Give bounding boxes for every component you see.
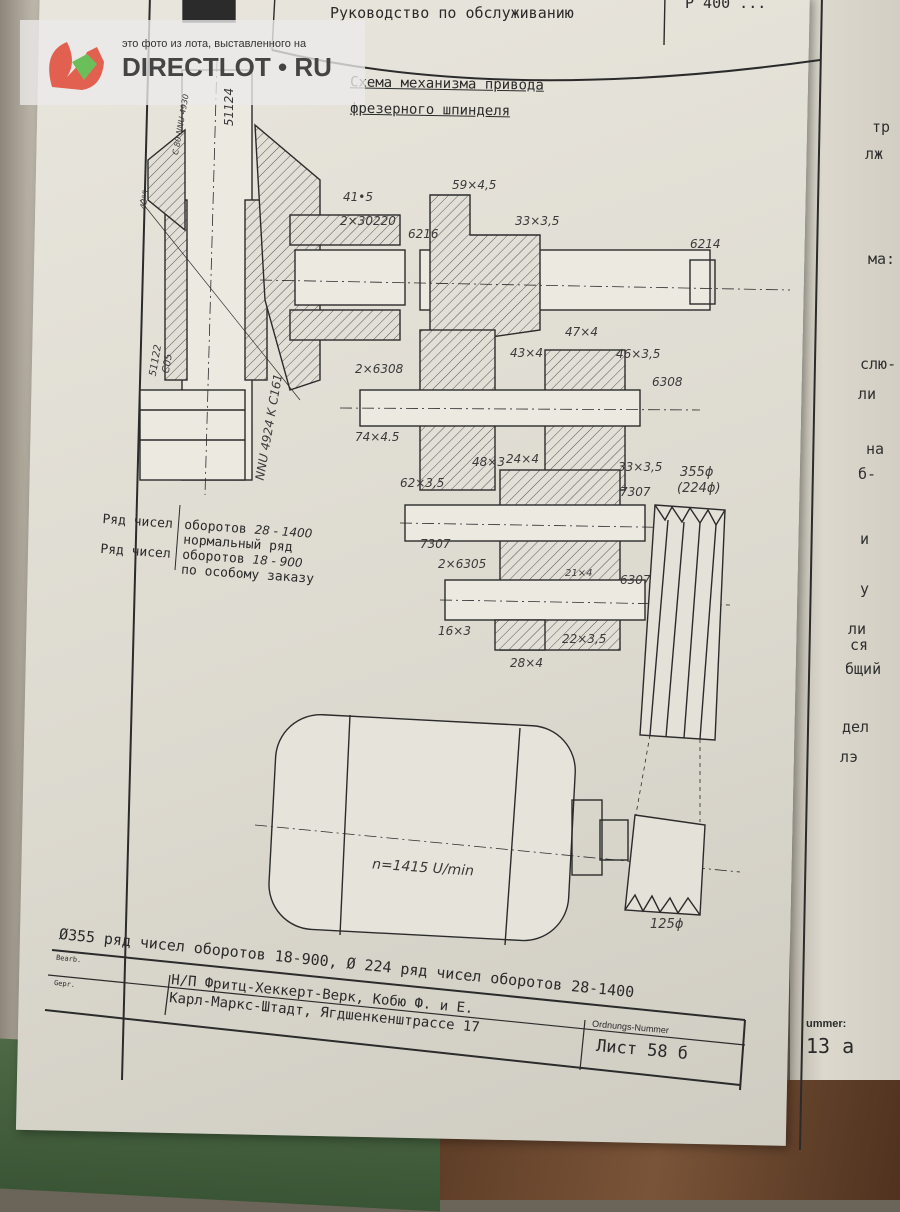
- label-2x6305: 2×6305: [438, 557, 487, 571]
- right-page: [790, 0, 900, 1160]
- right-page-fragment: лэ: [840, 748, 859, 766]
- right-page-fragment: бщий: [845, 660, 882, 678]
- label-pulley-224: (224ϕ): [677, 481, 721, 496]
- drawing-title-line1: Схема механизма привода: [349, 74, 544, 94]
- right-order-value: 13 а: [806, 1034, 855, 1058]
- right-page-fragment: тр: [872, 118, 891, 136]
- watermark-caption: это фото из лота, выставленного на: [122, 38, 307, 50]
- right-page-fragment: дел: [842, 718, 870, 736]
- electric-motor: [254, 713, 741, 946]
- right-page-fragment: у: [860, 580, 870, 598]
- header-divider: [663, 0, 666, 46]
- sheet-border-right: [799, 0, 823, 1151]
- label-48x3: 48×3: [472, 455, 505, 469]
- upper-shaft: [259, 194, 791, 341]
- large-pulley: [639, 504, 726, 741]
- label-33x3-5-top: 33×3,5: [515, 214, 560, 228]
- right-page-fragment: ли: [848, 620, 867, 638]
- right-page-fragment: ся: [850, 636, 869, 654]
- label-74x4-5: 74×4.5: [355, 430, 400, 444]
- label-2x6308: 2×6308: [355, 362, 404, 376]
- manual-title: Руководство по обслуживанию: [330, 4, 574, 22]
- drawing-title-line2: фрезерного шпинделя: [349, 100, 511, 120]
- squirrel-logo-icon: [49, 42, 104, 90]
- label-24x4: 24×4: [506, 452, 539, 466]
- label-46x3-5: 46×3,5: [616, 347, 661, 361]
- label-41-5: 41•5: [343, 190, 373, 204]
- label-6307: 6307: [620, 573, 651, 587]
- watermark-banner: [20, 20, 365, 105]
- label-59x4-5: 59×4,5: [452, 178, 497, 192]
- notes-divider: [174, 504, 181, 571]
- label-pulley-125: 125ϕ: [650, 917, 684, 932]
- right-page-fragment: на: [866, 440, 885, 458]
- model-number: Р 400 ...: [685, 0, 767, 12]
- label-47x4: 47×4: [565, 325, 598, 339]
- v-belts: [634, 734, 701, 822]
- gearbox-lower: [399, 469, 731, 651]
- label-pulley-355: 355ϕ: [680, 465, 714, 480]
- label-28x4: 28×4: [510, 656, 543, 670]
- logo-icon: [182, 0, 236, 23]
- label-6308: 6308: [652, 375, 683, 389]
- label-7307-right: 7307: [620, 485, 651, 499]
- middle-shaft: [339, 329, 701, 491]
- right-page-fragment: и: [860, 530, 870, 548]
- right-page-fragment: б-: [858, 465, 877, 483]
- right-page-fragment: ли: [858, 385, 877, 403]
- right-order-label: ummer:: [806, 1018, 847, 1030]
- watermark-brand: DIRECTLOT • RU: [122, 52, 332, 82]
- label-7307-left: 7307: [420, 537, 451, 551]
- right-page-fragment: ма:: [868, 250, 896, 268]
- label-2x30220: 2×30220: [340, 214, 396, 228]
- label-33x3-5-lower: 33×3,5: [618, 460, 663, 474]
- label-6216: 6216: [408, 227, 439, 241]
- label-6214: 6214: [690, 237, 721, 251]
- title-block: [44, 949, 746, 1091]
- label-21x4: 21×4: [565, 568, 593, 579]
- sheet-border-left: [121, 0, 151, 1081]
- label-51124: 51124: [222, 87, 237, 127]
- label-43x4: 43×4: [510, 346, 543, 360]
- small-pulley: [624, 814, 706, 916]
- label-62x3-5: 62×3,5: [400, 476, 445, 490]
- label-22x3-5: 22×3,5: [562, 632, 607, 646]
- right-page-fragment: слю-: [860, 355, 897, 373]
- label-16x3: 16×3: [438, 624, 471, 638]
- right-page-fragment: лж: [865, 145, 884, 163]
